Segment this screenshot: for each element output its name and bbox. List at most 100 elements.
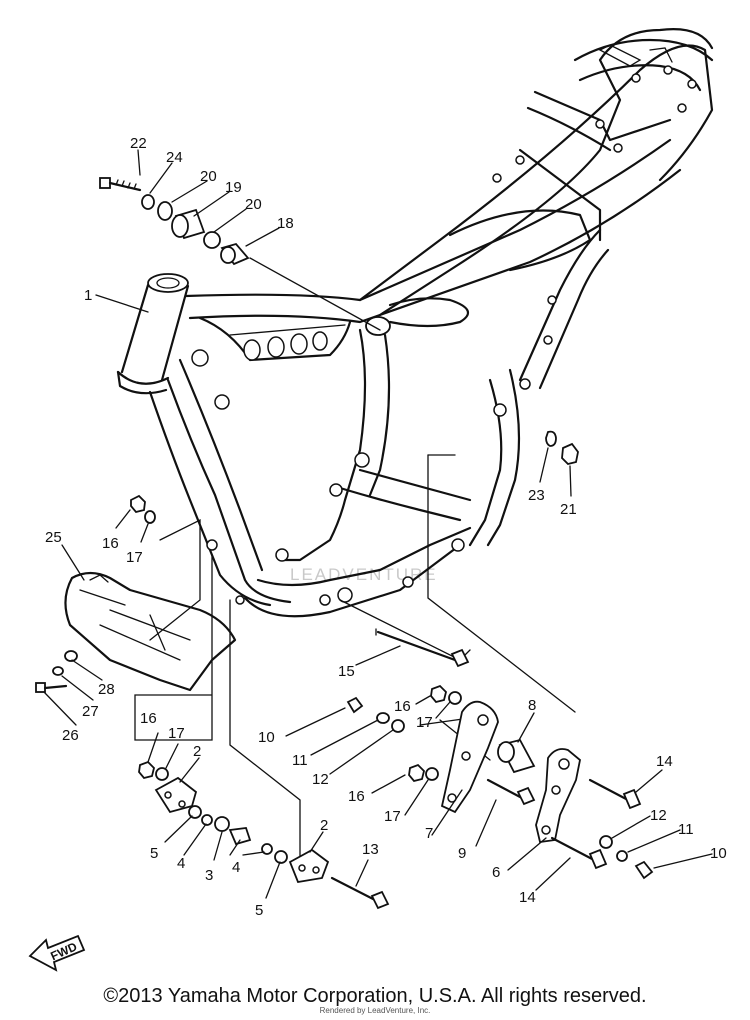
frame-mount-bosses [191, 155, 557, 606]
callout-17-center: 17 [416, 714, 433, 731]
callout-10-left: 10 [258, 729, 275, 746]
callout-11-right: 11 [678, 821, 694, 838]
nut-16-left [138, 760, 155, 780]
callout-17-upper: 17 [126, 549, 143, 566]
callout-2-right: 2 [320, 817, 328, 834]
rear-stay-lower [518, 228, 602, 382]
collar-20-lower [203, 231, 221, 249]
bolt-10-right [634, 860, 654, 880]
callout-7: 7 [425, 825, 433, 842]
rear-stay-lower-2 [538, 248, 610, 390]
washer-23 [545, 430, 557, 447]
callout-12-right: 12 [650, 807, 667, 824]
callout-4-right: 4 [232, 859, 240, 876]
down-tube-inner [178, 358, 264, 572]
mount-plate-6 [535, 748, 581, 843]
callout-28: 28 [98, 681, 115, 698]
leader-lines [43, 149, 713, 899]
callout-6: 6 [492, 864, 500, 881]
collar-20-upper [157, 201, 173, 221]
bolt-13 [330, 876, 390, 910]
main-frame [116, 28, 714, 618]
gusset-plate [198, 316, 352, 362]
callout-11-left: 11 [292, 752, 308, 769]
skid-plate-25 [64, 571, 237, 692]
callout-21: 21 [560, 501, 577, 518]
swingarm-pivot-boss [365, 316, 391, 336]
washer-17-upper [144, 510, 156, 524]
fwd-arrow-icon: FWD [28, 934, 86, 972]
callout-numbers: 1 2 2 3 4 4 5 5 6 7 8 9 10 10 11 11 12 1… [45, 135, 727, 919]
seat-crossmember [388, 297, 470, 328]
spacer-18 [220, 242, 250, 266]
lower-cradle-left [243, 543, 462, 618]
washer-17-center [448, 691, 462, 705]
rendered-by-credit: Rendered by LeadVenture, Inc. [319, 1006, 431, 1015]
callout-16-lower: 16 [348, 788, 365, 805]
callout-16-left: 16 [140, 710, 157, 727]
callout-5-right: 5 [255, 902, 263, 919]
bolt-26 [35, 682, 68, 693]
callout-19: 19 [225, 179, 242, 196]
nut-16-center [430, 684, 447, 704]
top-backbone-upper [184, 138, 672, 302]
callout-24: 24 [166, 149, 183, 166]
head-pipe [116, 273, 190, 395]
mount-plate-7 [440, 700, 499, 814]
callout-25: 25 [45, 529, 62, 546]
callout-18: 18 [277, 215, 294, 232]
washer-12-right [599, 835, 613, 849]
rear-frame-left [278, 328, 367, 562]
nut-16-lower [408, 763, 425, 783]
bolt-14-lower [550, 836, 608, 870]
down-tube-right [166, 378, 292, 604]
callout-14-lower: 14 [519, 889, 536, 906]
callout-23: 23 [528, 487, 545, 504]
washer-5-right [274, 850, 288, 864]
bolt-9 [486, 778, 536, 806]
washer-27 [52, 666, 64, 676]
callout-5-left: 5 [150, 845, 158, 862]
watermark-text: LEADVENTURE [290, 565, 438, 584]
bolt-22 [99, 177, 142, 192]
rear-stay-upper [448, 209, 592, 272]
bolt-10-left [346, 696, 364, 714]
callout-1: 1 [84, 287, 92, 304]
washer-5-left [188, 805, 202, 819]
bracket-2-right [288, 848, 330, 884]
callout-20-lower: 20 [245, 196, 262, 213]
washer-28 [64, 650, 78, 662]
callout-27: 27 [82, 703, 99, 720]
lower-cradle-right [256, 526, 472, 587]
callout-17-left: 17 [168, 725, 185, 742]
rear-loop [518, 38, 714, 242]
cross-tube [338, 468, 472, 522]
callout-15: 15 [338, 663, 355, 680]
callout-4-left: 4 [177, 855, 185, 872]
copyright-footer: ©2013 Yamaha Motor Corporation, U.S.A. A… [103, 985, 647, 1007]
collar-3 [214, 816, 252, 846]
nut-21 [561, 442, 579, 465]
bushing-19 [171, 208, 206, 240]
callout-16-upper: 16 [102, 535, 119, 552]
washer-4-right [261, 843, 273, 855]
rear-frame-right [368, 333, 391, 497]
collar-8 [497, 738, 536, 774]
rear-frame-outer-2 [486, 368, 521, 547]
washer-4-left [201, 814, 213, 826]
bolt-15 [375, 628, 470, 668]
callout-14-upper: 14 [656, 753, 673, 770]
seat-rail-left [358, 44, 714, 302]
washer-11-right [616, 850, 628, 862]
callout-2-left: 2 [193, 743, 201, 760]
callout-13: 13 [362, 841, 379, 858]
callout-12-left: 12 [312, 771, 329, 788]
callout-10-right: 10 [710, 845, 727, 862]
washer-11-left [376, 712, 390, 724]
washer-17-left [155, 767, 169, 781]
bracket-2-left [154, 776, 198, 814]
top-backbone-lower [188, 168, 682, 324]
callout-8: 8 [528, 697, 536, 714]
washer-17-lower [425, 767, 439, 781]
